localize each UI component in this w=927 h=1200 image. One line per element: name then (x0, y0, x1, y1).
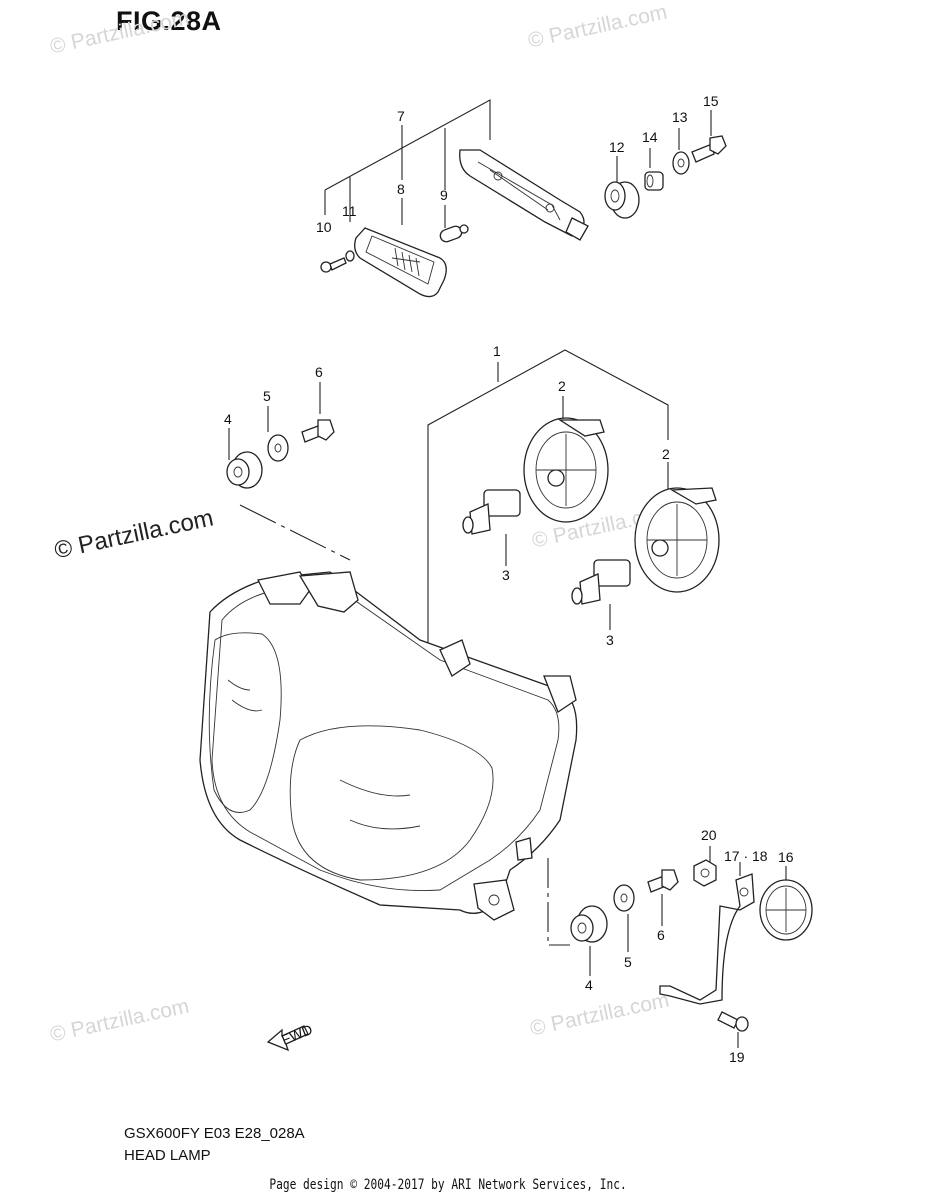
grommet-4-lower (570, 905, 608, 943)
callout-7: 7 (397, 108, 405, 124)
callout-15: 15 (703, 93, 719, 109)
callout-17-18: 17 · 18 (724, 848, 768, 864)
callout-5-upper: 5 (263, 388, 271, 404)
callout-1: 1 (493, 343, 501, 359)
grommet-4-upper (226, 451, 263, 489)
callout-6-upper: 6 (315, 364, 323, 380)
position-lamp-lens (354, 227, 447, 298)
collar-14 (644, 171, 664, 191)
nut-20 (693, 859, 717, 887)
fwd-label: FWD (279, 1021, 315, 1048)
callout-10: 10 (316, 219, 332, 235)
section-title: HEAD LAMP (124, 1147, 211, 1164)
bolt-15 (691, 135, 727, 163)
figure-title: FIG.28A (116, 6, 222, 36)
bolt-6-upper (301, 419, 335, 443)
headlamp-unit (199, 504, 578, 921)
halogen-bulb-3a (462, 489, 521, 535)
callouts: 7 8 9 10 11 12 13 14 15 1 2 2 3 3 4 5 6 … (224, 93, 794, 1065)
callout-2a: 2 (558, 378, 566, 394)
washer-5-lower (613, 884, 635, 912)
callout-11: 11 (342, 203, 357, 219)
washer-13 (672, 151, 690, 175)
callout-6-lower: 6 (657, 927, 665, 943)
halogen-bulb-3b (571, 559, 631, 605)
callout-13: 13 (672, 109, 688, 125)
screw-10 (320, 250, 355, 273)
bulb-cover-2a (523, 417, 609, 523)
bracket-17-18 (659, 873, 755, 1005)
callout-4-lower: 4 (585, 977, 593, 993)
position-lamp-housing (459, 149, 589, 241)
callout-9: 9 (440, 187, 448, 203)
callout-3b: 3 (606, 632, 614, 648)
callout-2b: 2 (662, 446, 670, 462)
fwd-arrow: FWD (266, 1021, 315, 1052)
callout-14: 14 (642, 129, 658, 145)
cap-16 (759, 879, 813, 941)
headlamp-bulbs-group (427, 349, 720, 648)
bolt-6-lower (647, 869, 679, 893)
callout-16: 16 (778, 849, 794, 865)
washer-5-upper (267, 434, 289, 462)
callout-8: 8 (397, 181, 405, 197)
bulb-cover-2b (634, 487, 720, 593)
position-lamp-group (320, 99, 727, 298)
position-lamp-bulb (439, 224, 469, 243)
callout-3a: 3 (502, 567, 510, 583)
lower-mount-group (570, 846, 813, 1048)
screw-19 (717, 1011, 749, 1032)
callout-12: 12 (609, 139, 625, 155)
upper-mount-group (226, 382, 335, 489)
page-footer: Page design © 2004-2017 by ARI Network S… (269, 1177, 627, 1193)
callout-19: 19 (729, 1049, 745, 1065)
callout-4-upper: 4 (224, 411, 232, 427)
callout-20: 20 (701, 827, 717, 843)
model-line: GSX600FY E03 E28_028A (124, 1125, 305, 1142)
callout-5-lower: 5 (624, 954, 632, 970)
grommet-12 (604, 181, 640, 219)
